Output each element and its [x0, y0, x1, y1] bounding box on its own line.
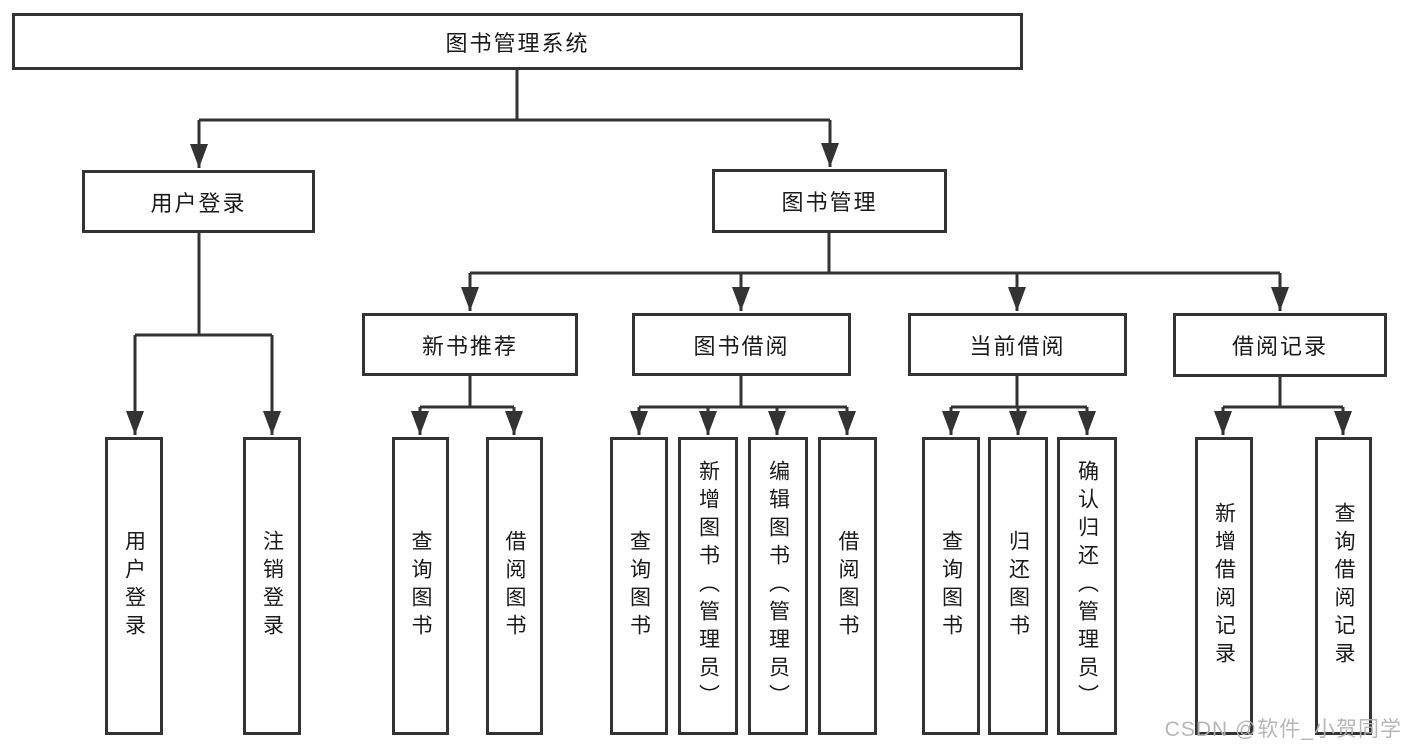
node-library-management-system: 图书管理系统: [12, 13, 1023, 70]
watermark: CSDN @软件_小贺同学: [1164, 718, 1402, 741]
leaf-label: 归还图书: [1006, 530, 1030, 642]
leaf-label: 查询图书: [627, 530, 651, 642]
leaf-borrow-books-recommend: 借阅图书: [486, 437, 543, 735]
node-label: 当前借阅: [969, 333, 1066, 359]
node-label: 新书推荐: [421, 333, 518, 359]
leaf-add-borrow-record: 新增借阅记录: [1195, 437, 1253, 735]
leaf-label: 编辑图书（管理员）: [766, 460, 790, 712]
leaf-label: 查询图书: [409, 530, 432, 642]
leaf-label: 新增图书（管理员）: [696, 460, 720, 712]
leaf-borrow-books: 借阅图书: [818, 437, 877, 735]
node-label: 图书管理系统: [445, 30, 590, 56]
node-book-borrow: 图书借阅: [632, 313, 851, 376]
leaf-label: 确认归还（管理员）: [1075, 460, 1099, 712]
node-label: 图书借阅: [693, 333, 790, 359]
leaf-edit-books-admin: 编辑图书（管理员）: [748, 437, 808, 735]
node-new-book-recommend: 新书推荐: [362, 313, 578, 376]
leaf-query-books-recommend: 查询图书: [392, 437, 449, 735]
node-user-login: 用户登录: [82, 170, 315, 233]
leaf-label: 查询图书: [939, 530, 963, 642]
leaf-label: 借阅图书: [503, 530, 526, 642]
leaf-label: 新增借阅记录: [1212, 502, 1236, 670]
leaf-label: 注销登录: [260, 530, 284, 642]
leaf-user-login: 用户登录: [105, 437, 163, 735]
node-borrow-records: 借阅记录: [1173, 313, 1387, 377]
leaf-query-books-current: 查询图书: [922, 437, 980, 735]
node-label: 借阅记录: [1231, 334, 1328, 359]
leaf-label: 借阅图书: [836, 530, 859, 642]
leaf-query-books-borrow: 查询图书: [610, 437, 668, 735]
leaf-return-books: 归还图书: [988, 437, 1048, 735]
node-label: 图书管理: [781, 190, 878, 215]
node-book-management: 图书管理: [712, 169, 947, 233]
leaf-add-books-admin: 新增图书（管理员）: [678, 437, 738, 735]
leaf-label: 用户登录: [122, 530, 146, 642]
node-label: 用户登录: [150, 190, 247, 216]
leaf-logout: 注销登录: [243, 437, 301, 735]
leaf-confirm-return-admin: 确认归还（管理员）: [1057, 437, 1117, 735]
node-current-borrow: 当前借阅: [908, 313, 1127, 376]
leaf-label: 查询借阅记录: [1332, 502, 1355, 670]
leaf-query-borrow-record: 查询借阅记录: [1315, 437, 1372, 735]
